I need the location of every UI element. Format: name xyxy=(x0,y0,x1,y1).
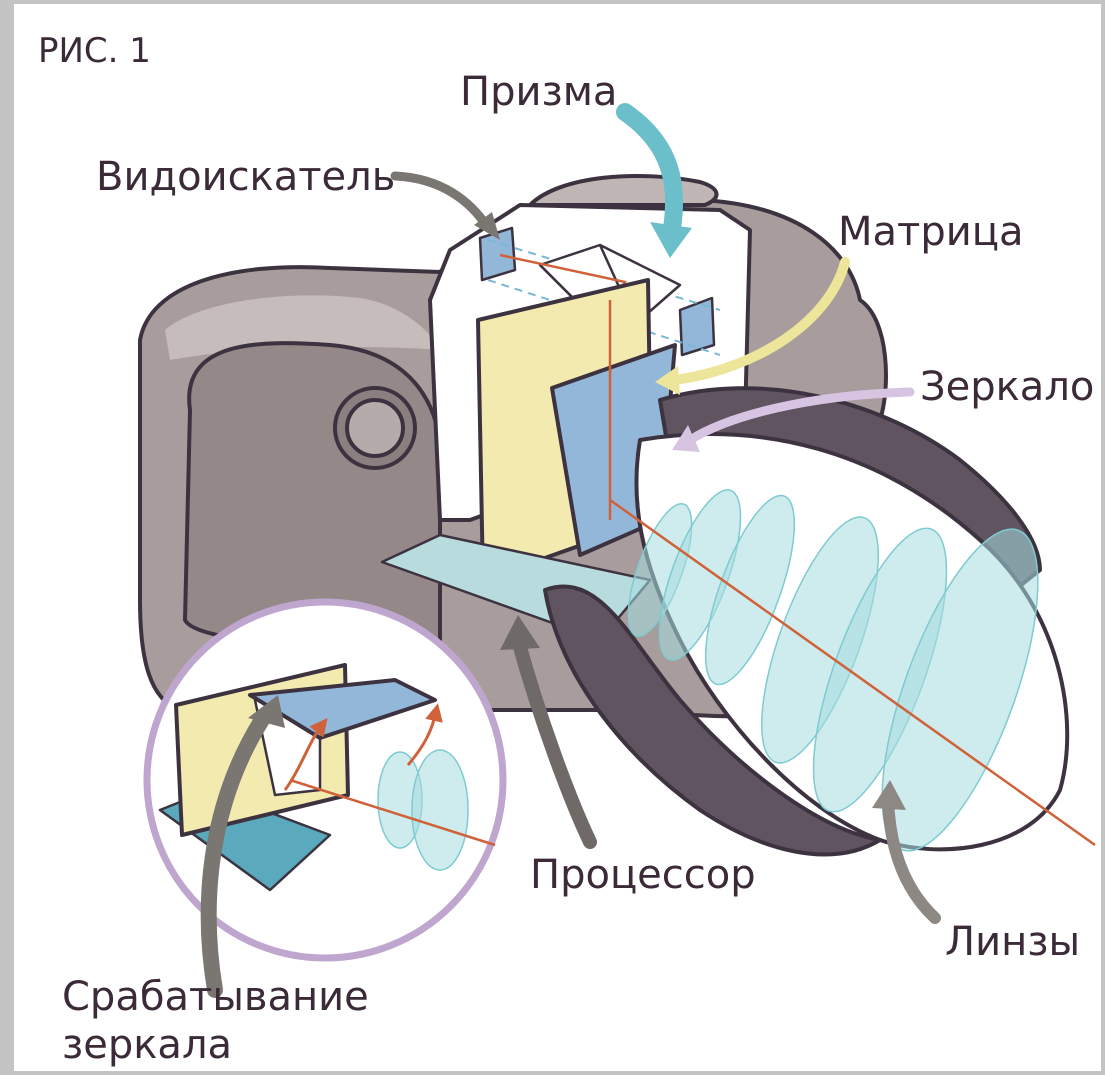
label-viewfinder: Видоискатель xyxy=(96,154,395,200)
label-matrix: Матрица xyxy=(838,209,1023,255)
mirror-flip-inset xyxy=(147,602,503,958)
figure-label: РИС. 1 xyxy=(38,31,151,71)
label-mirror-flip-line1: Срабатывание xyxy=(62,974,369,1020)
label-mirror-flip-line2: зеркала xyxy=(62,1022,232,1068)
label-processor: Процессор xyxy=(530,852,756,898)
shutter-button xyxy=(335,388,415,468)
label-lenses: Линзы xyxy=(945,919,1080,965)
label-prism: Призма xyxy=(460,69,617,115)
label-mirror: Зеркало xyxy=(920,364,1094,410)
